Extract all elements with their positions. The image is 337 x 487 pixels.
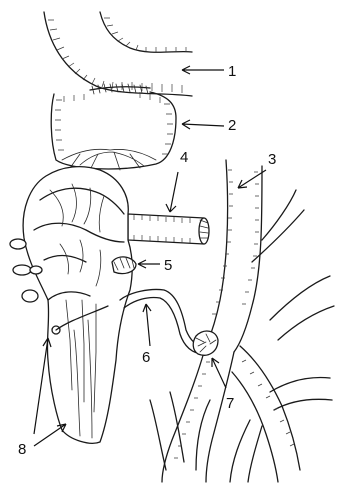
connecting-vessel <box>120 289 204 354</box>
arrow-1 <box>182 66 224 74</box>
label-2: 2 <box>228 117 236 134</box>
arrow-8b <box>34 424 66 446</box>
arrow-5 <box>138 260 160 268</box>
label-3: 3 <box>268 151 276 168</box>
arrow-2 <box>182 120 224 129</box>
label-8: 8 <box>18 441 26 458</box>
label-4: 4 <box>180 149 188 166</box>
organ-body <box>10 167 136 444</box>
upper-bowel-loop <box>44 12 192 96</box>
side-tube <box>128 214 209 244</box>
bowel-segment <box>51 92 176 170</box>
arrow-7 <box>212 358 226 388</box>
label-6: 6 <box>142 349 150 366</box>
label-1: 1 <box>228 63 236 80</box>
vein-trunk <box>150 160 334 482</box>
label-7: 7 <box>226 395 234 412</box>
arrow-4 <box>166 172 178 212</box>
label-5: 5 <box>164 257 172 274</box>
arrow-6 <box>143 304 151 346</box>
